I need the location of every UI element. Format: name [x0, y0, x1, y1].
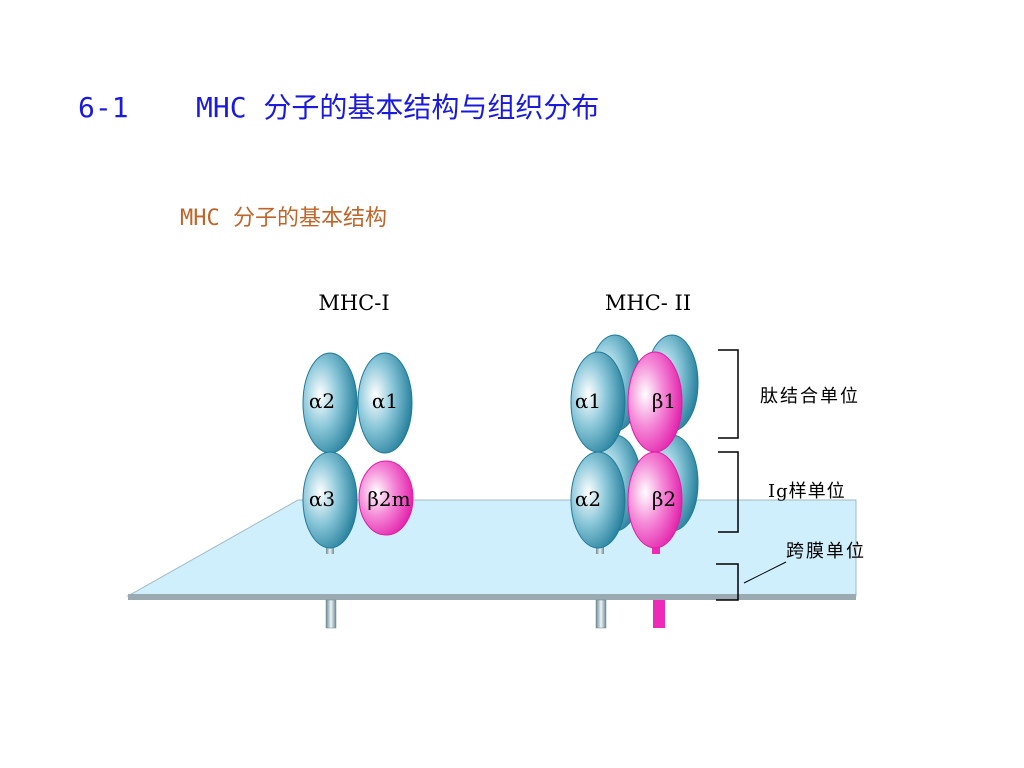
mhc1-alpha1-domain: [357, 352, 413, 454]
mhc1-label: MHC-I: [318, 291, 389, 315]
region-brackets: [716, 349, 787, 601]
mhc2-alpha2-domain: [570, 451, 626, 549]
transmembrane-bracket: [716, 563, 739, 601]
transmembrane-pointer-line: [743, 561, 787, 584]
peptide-binding-bracket: [718, 349, 739, 439]
mhc1-molecule: α2 α1 α3 β2m: [302, 352, 414, 549]
mhc2-beta1-label: β1: [652, 389, 676, 413]
mhc2-molecule: α1 β1 α2 β2: [570, 334, 699, 549]
cell-membrane: [126, 499, 857, 600]
mhc1-alpha2-label: α2: [309, 389, 335, 413]
mhc2-beta2-domain: [627, 451, 683, 549]
mhc1-alpha3-label: α3: [309, 487, 335, 511]
mhc2-beta2-label: β2: [652, 487, 676, 511]
slide-subtitle: MHC 分子的基本结构: [180, 206, 387, 231]
transmembrane-label: 跨膜单位: [786, 541, 866, 562]
mhc2-alpha2-label: α2: [575, 487, 601, 511]
slide-title: 6-1 MHC 分子的基本结构与组织分布: [78, 91, 600, 124]
mhc2-alpha1-label: α1: [575, 389, 601, 413]
mhc1-b2m-label: β2m: [367, 487, 410, 511]
mhc1-alpha3-domain: [302, 451, 358, 549]
ig-like-bracket: [718, 451, 739, 533]
mhc1-alpha1-label: α1: [372, 389, 398, 413]
mhc1-b2m-domain: [358, 460, 414, 536]
ig-like-label: Ig样单位: [768, 481, 846, 502]
mhc2-label: MHC- II: [605, 291, 691, 315]
peptide-binding-label: 肽结合单位: [760, 386, 860, 407]
